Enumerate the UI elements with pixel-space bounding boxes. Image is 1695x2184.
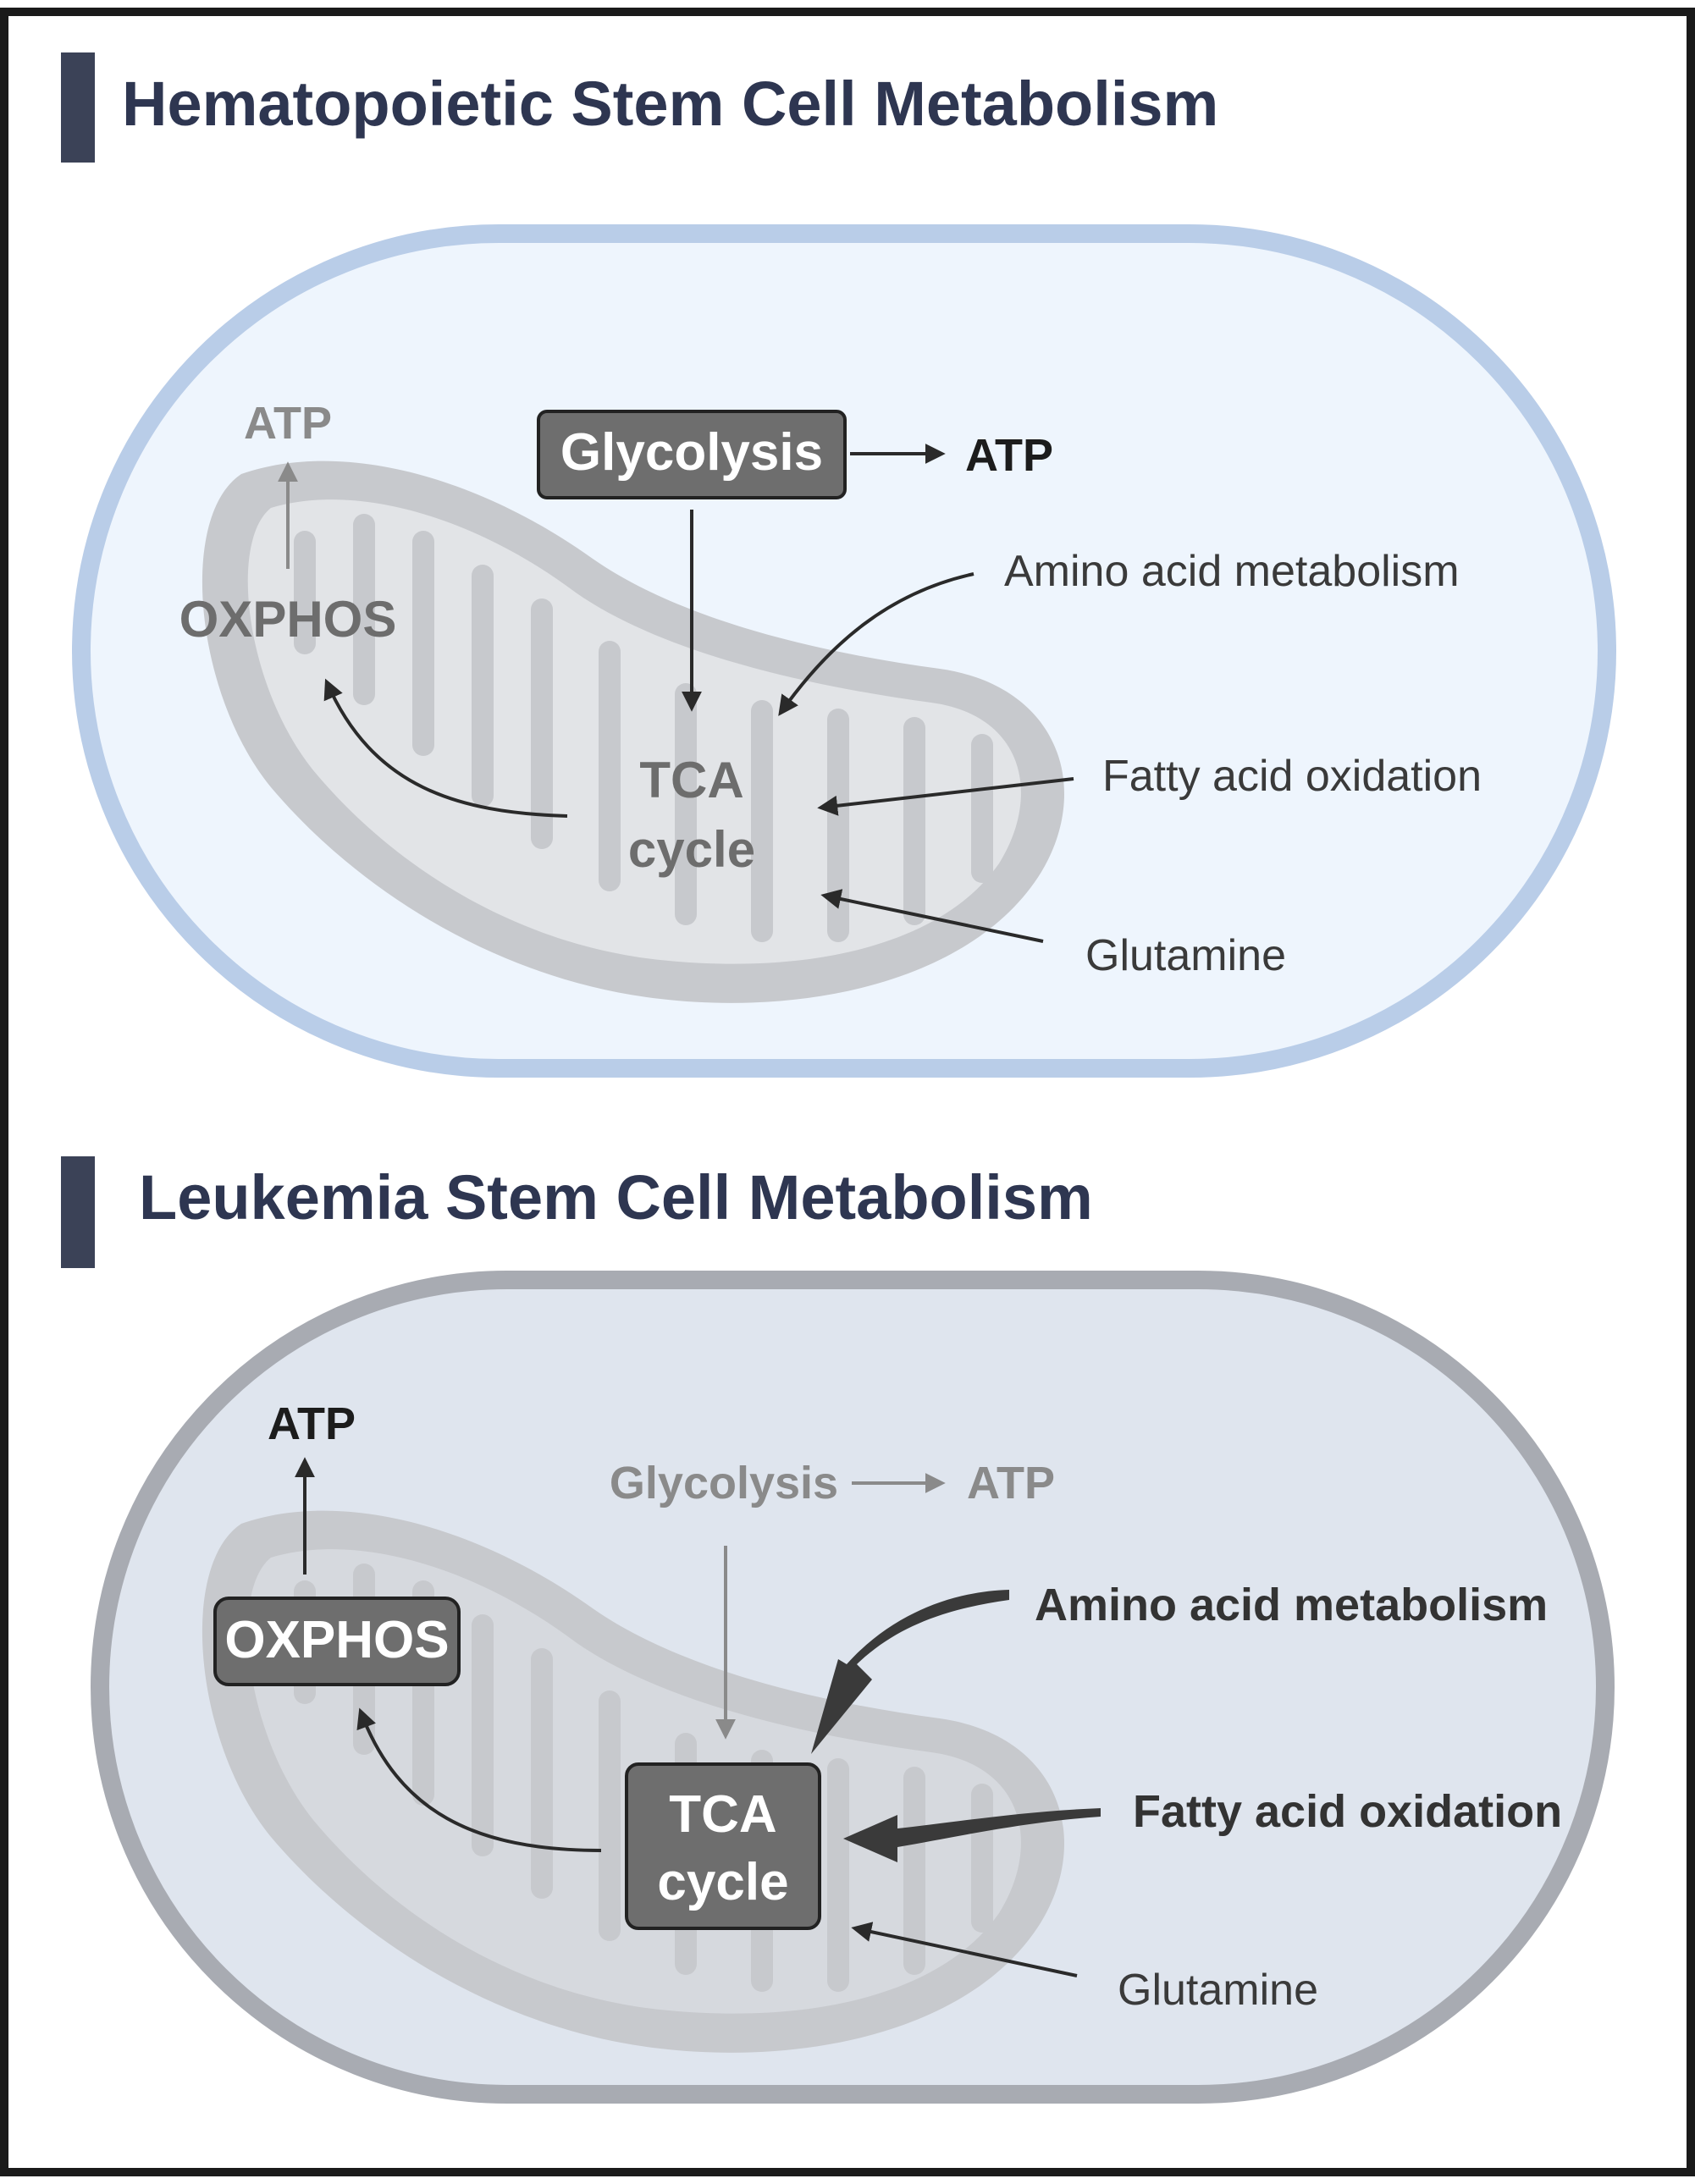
lsc-title-bar <box>61 1156 95 1268</box>
lsc-amino-arrow <box>811 1590 1009 1754</box>
hsc-fatty-arrow <box>817 777 1074 816</box>
lsc-atp-glycolysis: ATP <box>967 1458 1055 1508</box>
lsc-glycolysis-label: Glycolysis <box>610 1458 838 1508</box>
lsc-oxphos-label: OXPHOS <box>224 1611 449 1669</box>
hsc-title-bar <box>61 52 95 163</box>
lsc-tca-box <box>625 1762 821 1930</box>
lsc-title: Leukemia Stem Cell Metabolism <box>139 1162 1093 1233</box>
lsc-tca-line2: cycle <box>657 1853 788 1911</box>
hsc-glutamine-label: Glutamine <box>1085 931 1286 980</box>
lsc-fatty-label: Fatty acid oxidation <box>1133 1786 1562 1837</box>
hsc-fatty-label: Fatty acid oxidation <box>1102 752 1482 801</box>
hsc-glycolysis-box <box>537 410 847 499</box>
hsc-atp-oxphos: ATP <box>244 398 332 449</box>
lsc-glutamine-label: Glutamine <box>1118 1966 1318 2015</box>
lsc-oxphos-box <box>213 1597 461 1686</box>
lsc-amino-label: Amino acid metabolism <box>1035 1580 1548 1630</box>
lsc-tca-oxphos-arrow <box>356 1707 602 1852</box>
lsc-glutamine-arrow <box>851 1922 1078 1977</box>
hsc-amino-label: Amino acid metabolism <box>1004 547 1460 596</box>
hsc-mitochondrion <box>202 461 1065 1003</box>
hsc-glycolysis-label: Glycolysis <box>560 423 823 482</box>
lsc-panel: Leukemia Stem Cell Metabolism ATP <box>61 1156 1615 2104</box>
hsc-tca-oxphos-arrow <box>323 678 568 818</box>
lsc-fatty-arrow <box>843 1808 1101 1862</box>
hsc-panel: Hematopoietic Stem Cell Metabolism G <box>61 52 1616 1078</box>
hsc-title: Hematopoietic Stem Cell Metabolism <box>122 69 1218 139</box>
hsc-tca-line1: TCA <box>639 752 743 808</box>
lsc-atp-oxphos: ATP <box>268 1398 356 1449</box>
figure-frame <box>0 8 1695 2176</box>
hsc-oxphos-label: OXPHOS <box>179 591 397 648</box>
hsc-atp-glycolysis: ATP <box>965 430 1053 481</box>
hsc-glutamine-arrow <box>820 889 1044 943</box>
hsc-tca-line2: cycle <box>628 821 755 878</box>
hsc-amino-arrow <box>778 572 974 716</box>
lsc-tca-line1: TCA <box>669 1785 776 1844</box>
